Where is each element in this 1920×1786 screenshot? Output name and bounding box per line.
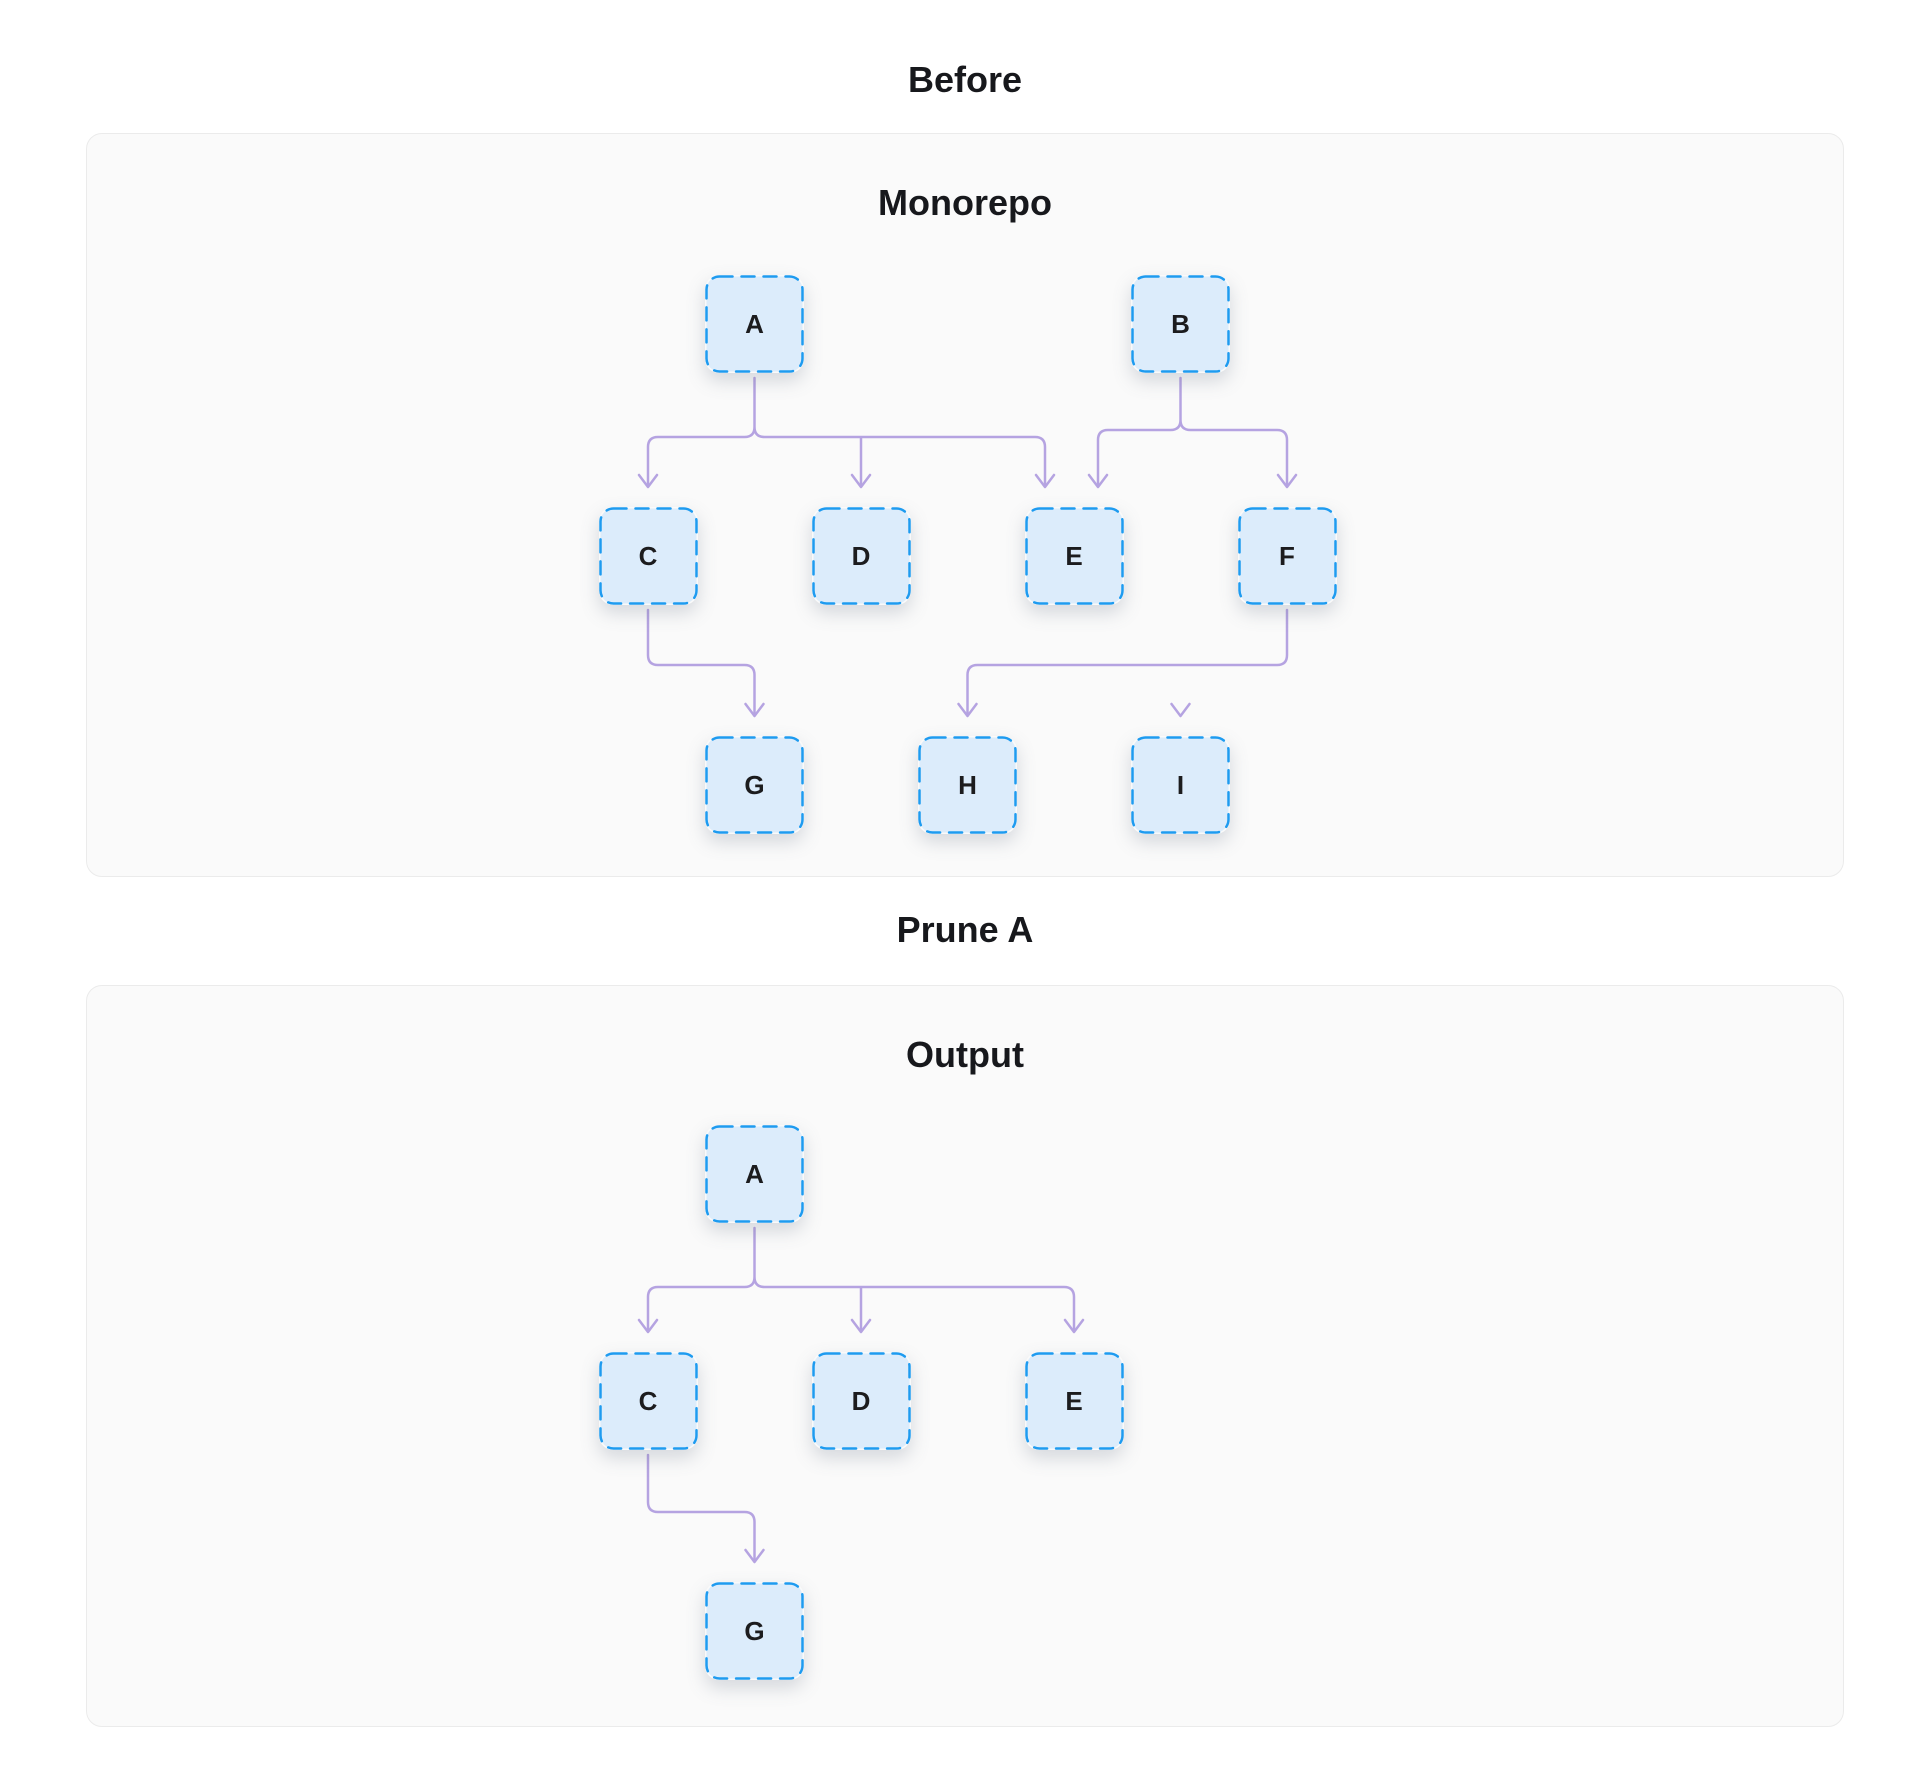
node-I: I <box>1131 736 1230 834</box>
node-A: A <box>705 275 804 373</box>
node-E: E <box>1024 1352 1124 1450</box>
node-B: B <box>1131 275 1230 373</box>
node-label: A <box>745 1158 764 1189</box>
monorepo-panel-title: Monorepo <box>878 182 1052 223</box>
node-border-icon <box>1237 507 1337 605</box>
node-label: D <box>851 540 871 571</box>
node-border-icon <box>811 1352 911 1450</box>
prune-a-title: Prune A <box>896 909 1034 950</box>
node-border-icon <box>705 1125 804 1223</box>
node-label: F <box>1279 540 1295 571</box>
node-border-icon <box>1024 1352 1124 1450</box>
node-G: G <box>705 1582 804 1680</box>
node-label: C <box>638 540 658 571</box>
node-label: E <box>1065 540 1083 571</box>
node-border-icon <box>1131 736 1230 834</box>
node-A: A <box>705 1125 804 1223</box>
node-C: C <box>598 1352 698 1450</box>
edges-layer <box>637 1226 1085 1564</box>
node-label: D <box>851 1385 871 1416</box>
node-F: F <box>1237 507 1337 605</box>
node-C: C <box>598 507 698 605</box>
output-panel-title: Output <box>906 1034 1024 1075</box>
node-D: D <box>811 1352 911 1450</box>
node-label: E <box>1065 1385 1083 1416</box>
node-label: G <box>744 769 765 800</box>
node-E: E <box>1024 507 1124 605</box>
before-title: Before <box>907 59 1023 100</box>
node-label: C <box>638 1385 658 1416</box>
node-label: G <box>744 1615 765 1646</box>
node-border-icon <box>598 1352 698 1450</box>
node-border-icon <box>705 736 804 834</box>
node-border-icon <box>811 507 911 605</box>
node-border-icon <box>705 275 804 373</box>
node-label: B <box>1171 308 1190 339</box>
node-border-icon <box>705 1582 804 1680</box>
output-graph-canvas: A C D E G <box>86 985 1844 1729</box>
node-label: A <box>745 308 764 339</box>
edges-layer <box>637 376 1298 718</box>
output-panel: Output A C D E G <box>86 985 1844 1727</box>
monorepo-panel: Monorepo A B C D E F G H I <box>86 133 1844 877</box>
node-border-icon <box>918 736 1017 834</box>
node-border-icon <box>1131 275 1230 373</box>
node-label: H <box>958 769 977 800</box>
node-G: G <box>705 736 804 834</box>
node-D: D <box>811 507 911 605</box>
monorepo-graph-canvas: A B C D E F G H I <box>86 133 1844 877</box>
node-H: H <box>918 736 1017 834</box>
node-border-icon <box>1024 507 1124 605</box>
node-border-icon <box>598 507 698 605</box>
node-label: I <box>1176 769 1185 800</box>
